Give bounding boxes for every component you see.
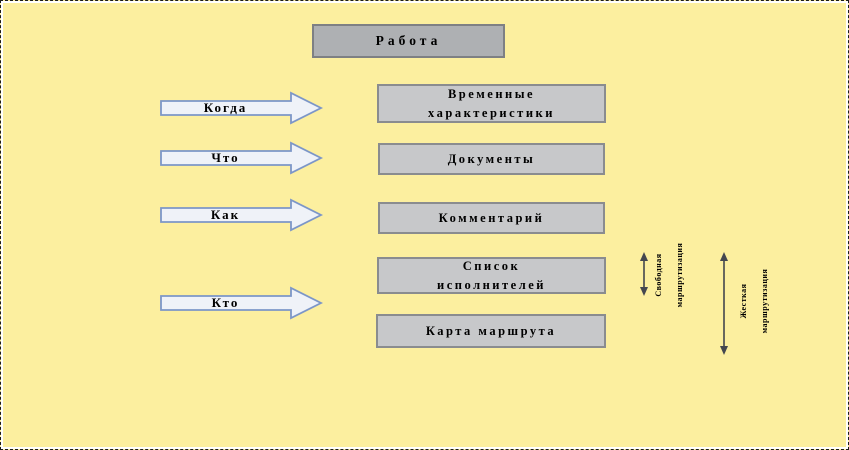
right-arrow-icon (160, 286, 323, 320)
node-route-map: Карта маршрута (376, 314, 606, 348)
hard-routing-range-arrow-icon (718, 252, 730, 360)
arrow-label: Кто (211, 295, 240, 310)
free-routing-label: Свободная маршрутизация (648, 233, 690, 317)
block-arrow-kto: Кто (160, 286, 323, 320)
node-line: Карта маршрута (425, 323, 557, 338)
right-arrow-icon (160, 91, 323, 125)
right-arrow-icon (160, 198, 323, 232)
block-arrow-chto: Что (160, 141, 323, 175)
node-executors-list: Список исполнителей (377, 257, 606, 294)
arrow-label: Когда (203, 100, 248, 115)
node-line: Документы (447, 151, 536, 166)
block-arrow-kogda: Когда (160, 91, 323, 125)
node-rabota-label: Работа (375, 33, 442, 48)
free-routing-range-arrow-icon (638, 252, 650, 301)
node-line: Временные (447, 87, 536, 102)
routing-label-line: маршрутизация (675, 242, 684, 308)
arrow-label: Что (211, 150, 240, 165)
node-line: исполнителей (437, 277, 546, 292)
arrow-label: Как (210, 207, 241, 222)
node-comment: Комментарий (378, 202, 605, 234)
node-time-characteristics: Временные характеристики (377, 84, 606, 123)
node-line: Список (462, 259, 521, 274)
routing-label-line: Жесткая (739, 283, 748, 319)
node-line: характеристики (428, 105, 555, 120)
block-arrow-kak: Как (160, 198, 323, 232)
hard-routing-label: Жесткая маршрутизация (733, 259, 775, 343)
node-rabota: Работа (312, 24, 505, 58)
routing-label-line: Свободная (654, 253, 663, 297)
node-line: Комментарий (438, 210, 545, 225)
node-documents: Документы (378, 143, 605, 175)
routing-label-line: маршрутизация (760, 268, 769, 334)
right-arrow-icon (160, 141, 323, 175)
